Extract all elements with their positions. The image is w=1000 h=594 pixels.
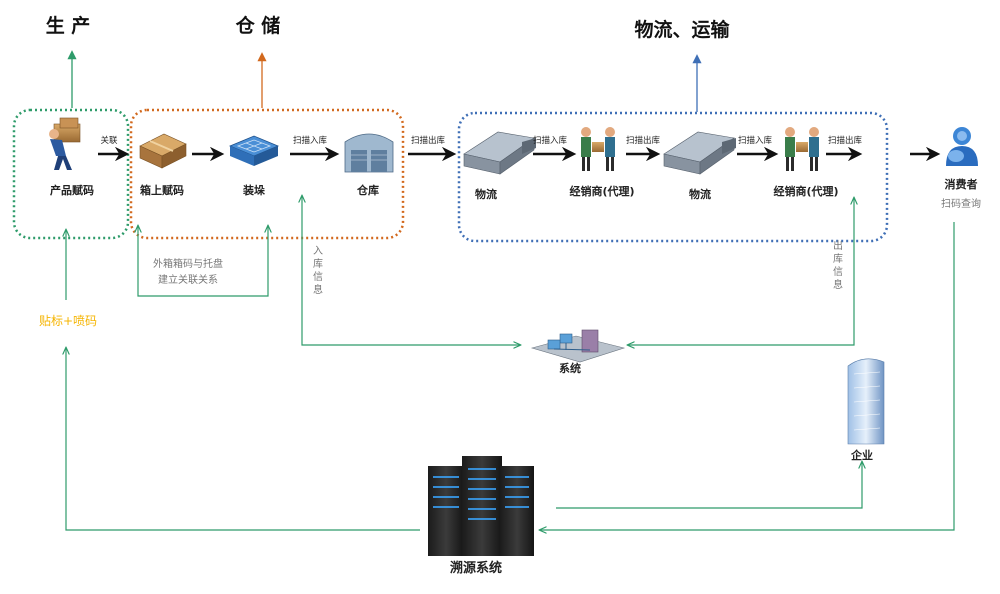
header-production: 生 产 bbox=[46, 14, 91, 37]
pallet-icon bbox=[228, 135, 280, 166]
note-pallet-line1: 外箱箱码与托盘 bbox=[153, 257, 223, 270]
svg-text:出: 出 bbox=[833, 239, 843, 252]
server-rack-icon bbox=[428, 456, 534, 556]
handshake-people-icon bbox=[785, 127, 819, 171]
production-group-box bbox=[12, 108, 130, 240]
cardboard-box-icon bbox=[139, 133, 187, 169]
header-storage: 仓 储 bbox=[235, 14, 281, 37]
arrow-label-scan-in: 扫描入库 bbox=[293, 135, 328, 146]
network-system-icon bbox=[530, 329, 626, 363]
svg-text:入: 入 bbox=[313, 246, 323, 257]
logistics-group-box bbox=[457, 111, 889, 243]
consumer-scan-query: 扫码查询 bbox=[941, 197, 981, 210]
svg-text:库: 库 bbox=[833, 252, 843, 265]
trace-to-labeling-connector bbox=[66, 348, 420, 531]
enterprise-building-icon bbox=[847, 358, 885, 445]
outbound-info-connector bbox=[628, 198, 854, 345]
inbound-info-connector bbox=[302, 196, 520, 345]
svg-text:息: 息 bbox=[313, 283, 323, 296]
svg-text:息: 息 bbox=[833, 278, 843, 291]
arrow-label-scan-in: 扫描入库 bbox=[533, 135, 568, 146]
worker-carrying-box-icon bbox=[49, 117, 81, 170]
node-box-code: 箱上赋码 bbox=[140, 183, 184, 197]
header-logistics: 物流、运输 bbox=[634, 18, 730, 41]
arrow-label-scan-in: 扫描入库 bbox=[738, 135, 773, 146]
note-outbound-info: 出 库 信 息 bbox=[833, 239, 843, 291]
handshake-people-icon bbox=[581, 127, 615, 171]
note-pallet-line2: 建立关联关系 bbox=[158, 273, 218, 286]
arrow-label-link: 关联 bbox=[100, 135, 118, 146]
node-enterprise: 企业 bbox=[850, 448, 873, 462]
node-palletize: 装垛 bbox=[242, 183, 266, 197]
trace-to-enterprise-connector bbox=[556, 462, 862, 509]
node-distributor-2: 经销商(代理) bbox=[773, 184, 838, 198]
note-label-spray: 贴标+喷码 bbox=[39, 314, 97, 328]
arrow-label-scan-out: 扫描出库 bbox=[626, 135, 661, 146]
node-consumer: 消费者 bbox=[945, 177, 978, 191]
svg-text:信: 信 bbox=[313, 271, 323, 283]
consumer-user-icon bbox=[946, 127, 978, 166]
note-inbound-info: 入 库 信 息 bbox=[313, 246, 323, 296]
svg-text:库: 库 bbox=[313, 257, 323, 270]
pallet-association-connector bbox=[138, 226, 268, 297]
node-warehouse: 仓库 bbox=[356, 183, 379, 197]
arrow-label-scan-out: 扫描出库 bbox=[411, 135, 446, 146]
node-logistics-2: 物流 bbox=[689, 187, 711, 201]
arrow-label-scan-out: 扫描出库 bbox=[828, 135, 863, 146]
node-distributor-1: 经销商(代理) bbox=[569, 184, 634, 198]
truck-icon bbox=[463, 131, 536, 175]
warehouse-icon bbox=[344, 133, 394, 173]
node-system: 系统 bbox=[559, 361, 581, 375]
node-trace-system: 溯源系统 bbox=[450, 560, 502, 576]
node-product-code: 产品赋码 bbox=[50, 183, 94, 197]
truck-icon bbox=[663, 131, 736, 175]
node-logistics-1: 物流 bbox=[475, 187, 497, 201]
storage-group-box bbox=[129, 108, 405, 240]
svg-text:信: 信 bbox=[833, 266, 843, 278]
consumer-to-trace-connector bbox=[540, 222, 955, 530]
